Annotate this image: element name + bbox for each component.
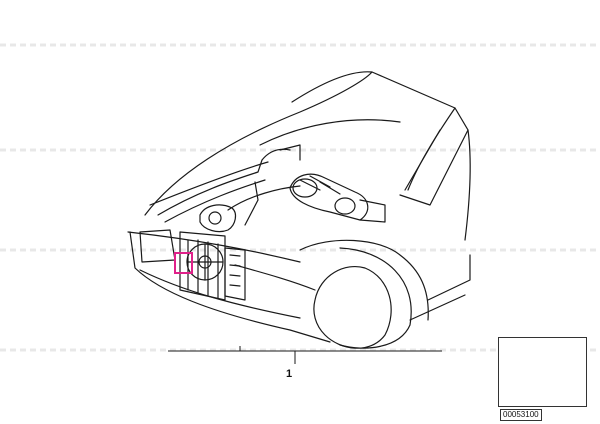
callout-line	[168, 346, 442, 364]
callout-number: 1	[286, 368, 293, 380]
watermark-lines	[0, 43, 600, 352]
car-outline	[127, 71, 471, 349]
thumbnail-code: 00053100	[500, 409, 542, 421]
thumbnail-frame	[498, 337, 587, 407]
highlighted-part-box[interactable]	[174, 252, 193, 274]
